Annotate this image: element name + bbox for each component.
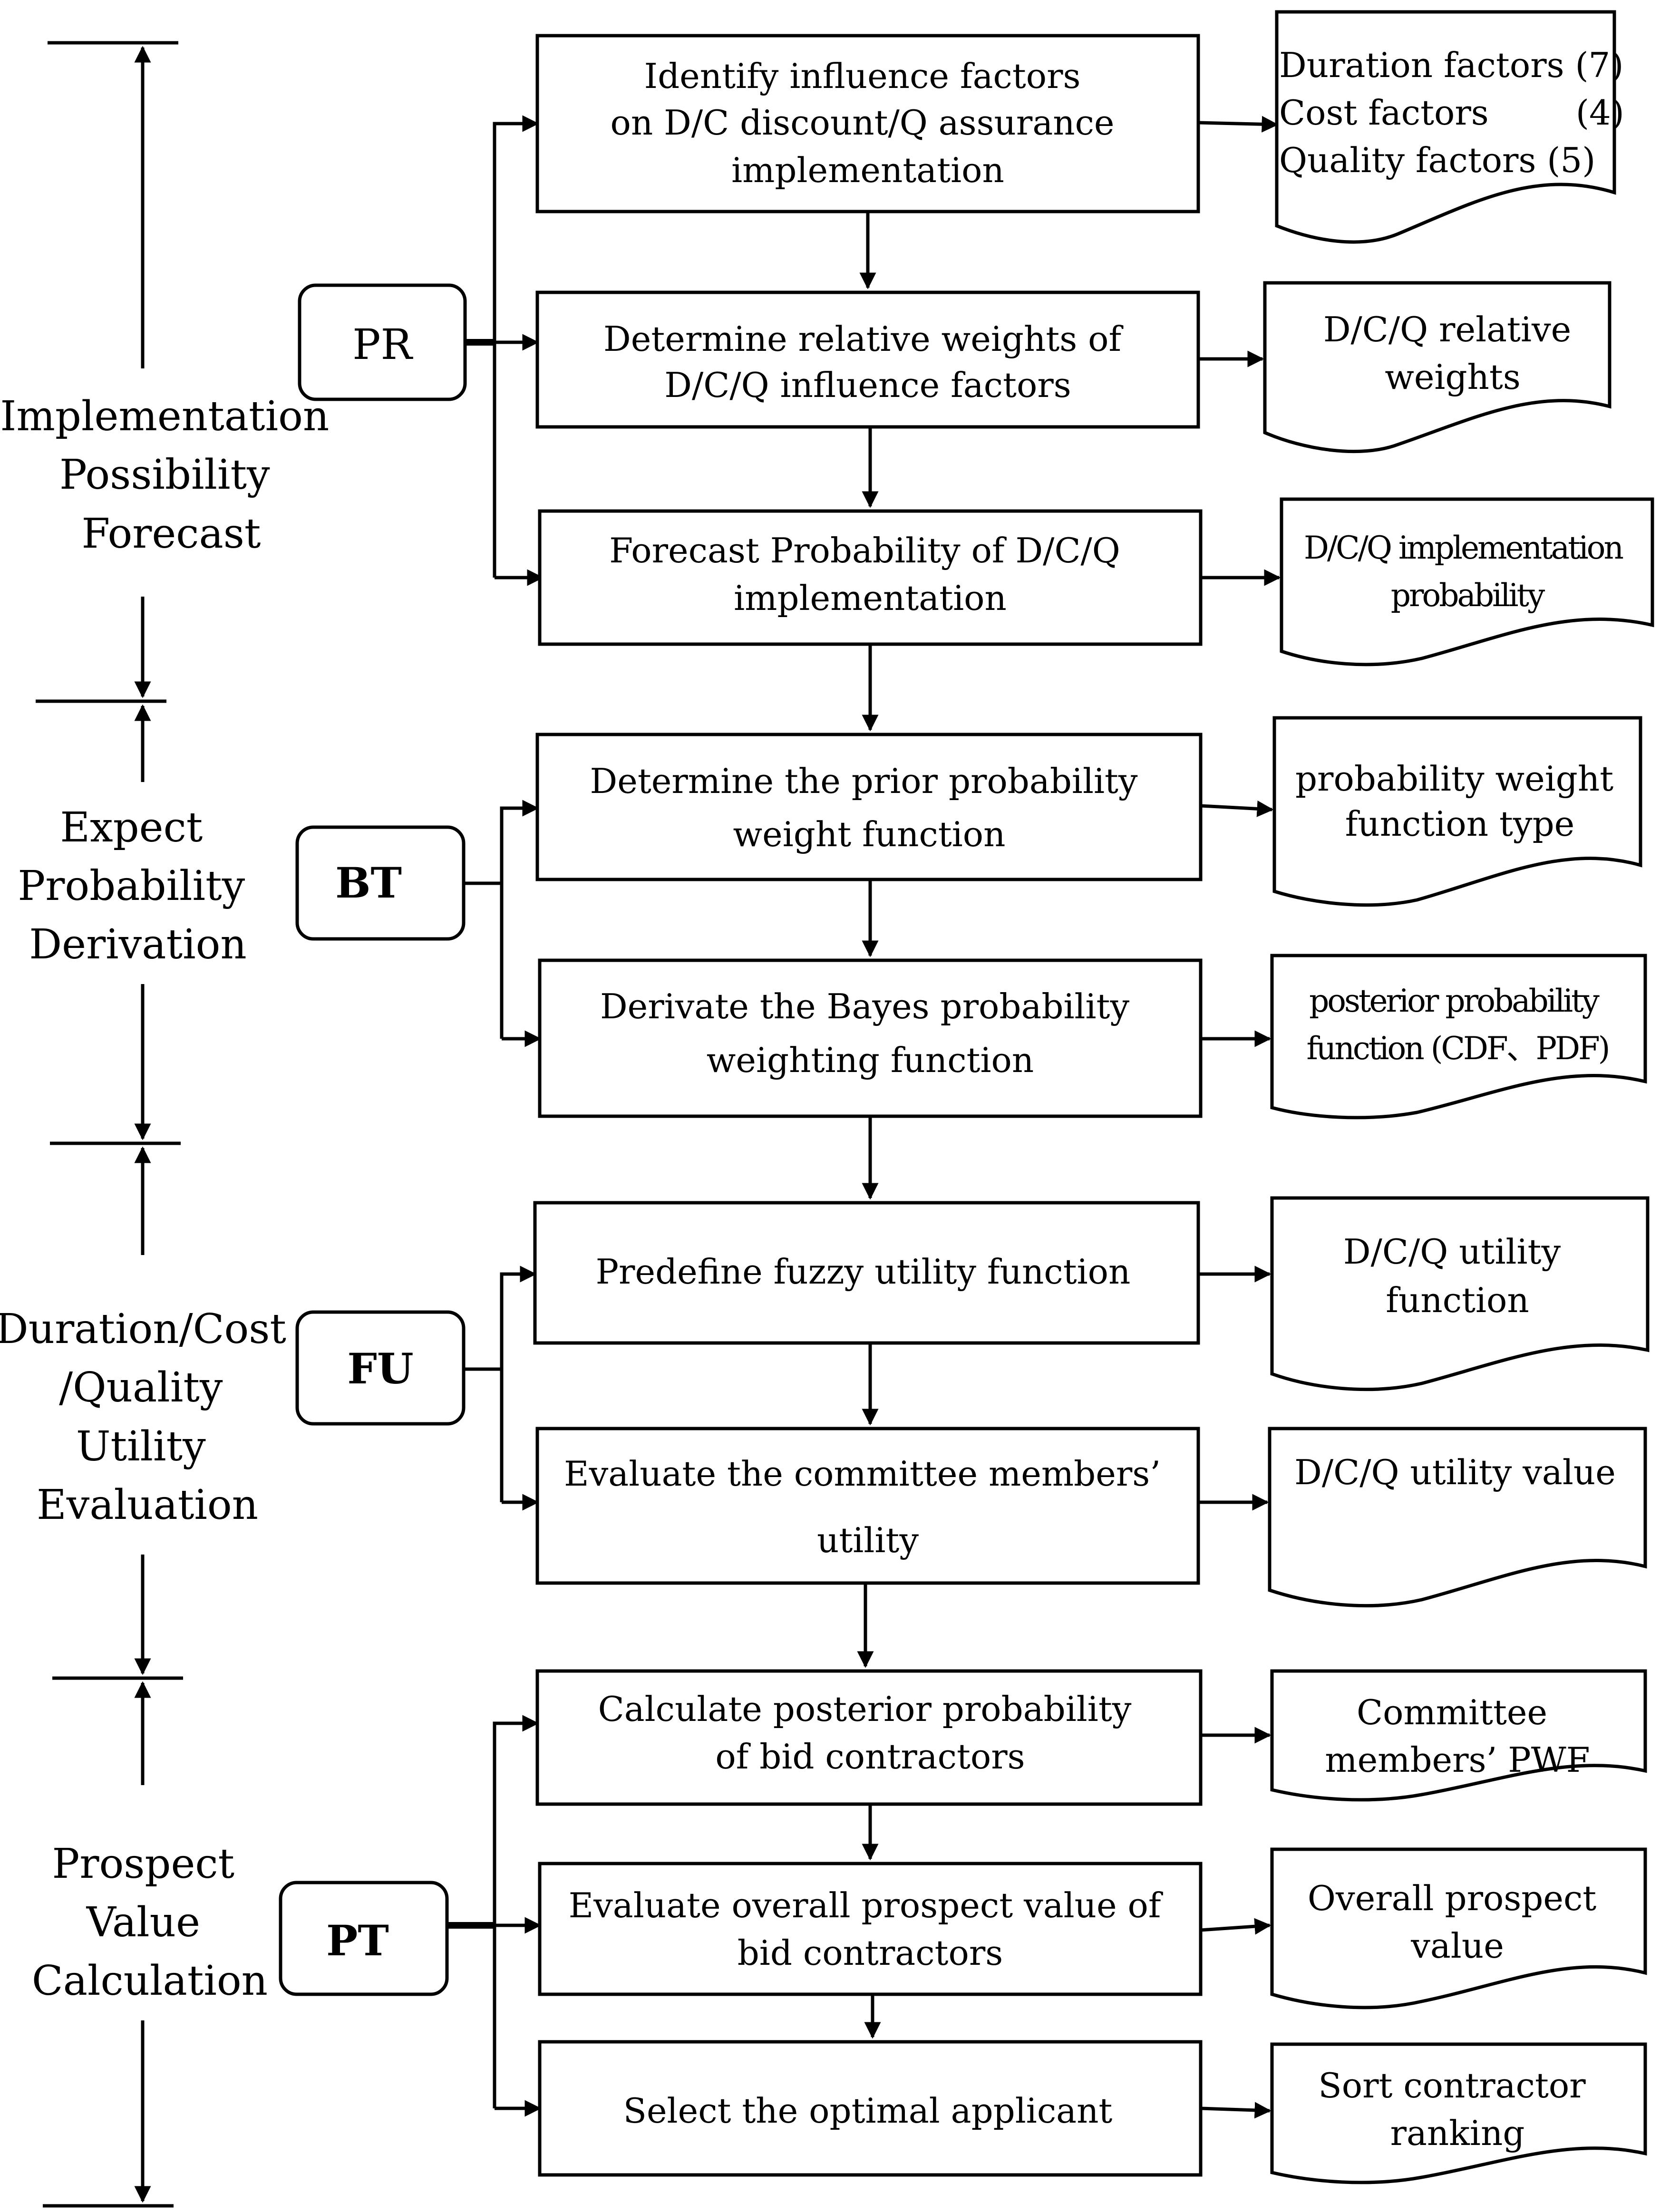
output-doc-overall-prospect-value [1270,1847,1647,2009]
output-doc-implementation-probability [1280,497,1654,666]
step-text-predefine-fuzzy-utility: Predefine fuzzy utility function [596,1252,1131,1292]
step-box-select-optimal-applicant [538,2040,1203,2177]
step-box-identify-influence-factors [535,34,1200,213]
output-doc-committee-members-pwf [1270,1669,1647,1802]
step-text-calculate-posterior-probability: Calculate posterior probability of bid c… [598,1689,1143,1777]
output-doc-sort-contractor-ranking [1270,2042,1647,2184]
step-text-evaluate-committee-utility: Evaluate the committee members’ utility [564,1454,1172,1560]
output-text-utility-value: D/C/Q utility value [1294,1452,1616,1492]
step-box-prior-probability-weight-function [535,733,1203,881]
connector-bt [464,800,542,1047]
step-text-select-optimal-applicant: Select the optimal applicant [623,2091,1113,2131]
output-doc-utility-value [1268,1427,1647,1608]
step-text-bayes-probability-weighting: Derivate the Bayes probability weighting… [600,986,1140,1080]
step-box-forecast-probability [538,509,1203,646]
output-doc-probability-weight-function-type [1272,716,1642,907]
step-text-prior-probability-weight-function: Determine the prior probability weight f… [590,761,1149,854]
step-text-evaluate-prospect-value: Evaluate overall prospect value of bid c… [569,1885,1172,1973]
phase-label-implementation-possibility-forecast: Implementation Possibility Forecast [0,393,342,558]
connector-pt [447,1715,542,2117]
output-text-utility-function: D/C/Q utility function [1343,1232,1572,1320]
phase-label-expect-probability-derivation: Expect Probability Derivation [18,804,258,968]
output-doc-influence-factors [1275,10,1616,244]
output-text-relative-weights: D/C/Q relative weights [1323,309,1582,397]
method-label-fu: FU [347,1344,413,1393]
output-text-posterior-probability-function: posterior probability function (CDF、PDF) [1306,983,1608,1067]
step-box-evaluate-committee-utility [535,1427,1200,1585]
step-text-forecast-probability: Forecast Probability of D/C/Q implementa… [609,531,1131,618]
phase-label-utility-evaluation: Duration/Cost /Quality Utility Evaluatio… [0,1305,299,1529]
output-doc-posterior-probability-function [1270,954,1647,1120]
step-box-determine-relative-weights [535,290,1200,429]
output-doc-relative-weights [1263,281,1611,454]
method-box-pt [279,1881,449,1996]
phase-timeline [36,41,183,2208]
step-flow-arrows [857,212,881,2039]
output-text-probability-weight-function-type: probability weight function type [1295,759,1624,844]
method-label-pt: PT [326,1916,389,1965]
output-text-implementation-probability: D/C/Q implementation probability [1304,530,1630,614]
output-arrows [1198,116,1281,2119]
phase-label-prospect-value-calculation: Prospect Value Calculation [32,1840,268,2005]
output-doc-utility-function [1270,1196,1650,1391]
step-text-determine-relative-weights: Determine relative weights of D/C/Q infl… [603,319,1132,405]
connector-pr [465,115,544,586]
output-text-influence-factors: Duration factors (7) Cost factors (4) Qu… [1279,45,1635,180]
step-box-evaluate-prospect-value [538,1862,1203,1996]
output-text-committee-members-pwf: Committee members’ PWF [1325,1692,1590,1780]
method-label-bt: BT [335,858,402,908]
step-box-bayes-probability-weighting [538,958,1203,1118]
output-text-sort-contractor-ranking: Sort contractor ranking [1318,2066,1596,2153]
step-box-calculate-posterior-probability [535,1669,1203,1806]
output-text-overall-prospect-value: Overall prospect value [1308,1878,1607,1966]
step-text-identify-influence-factors: Identify influence factors on D/C discou… [611,56,1126,190]
method-label-pr: PR [352,320,413,369]
connector-fu [464,1265,539,1511]
